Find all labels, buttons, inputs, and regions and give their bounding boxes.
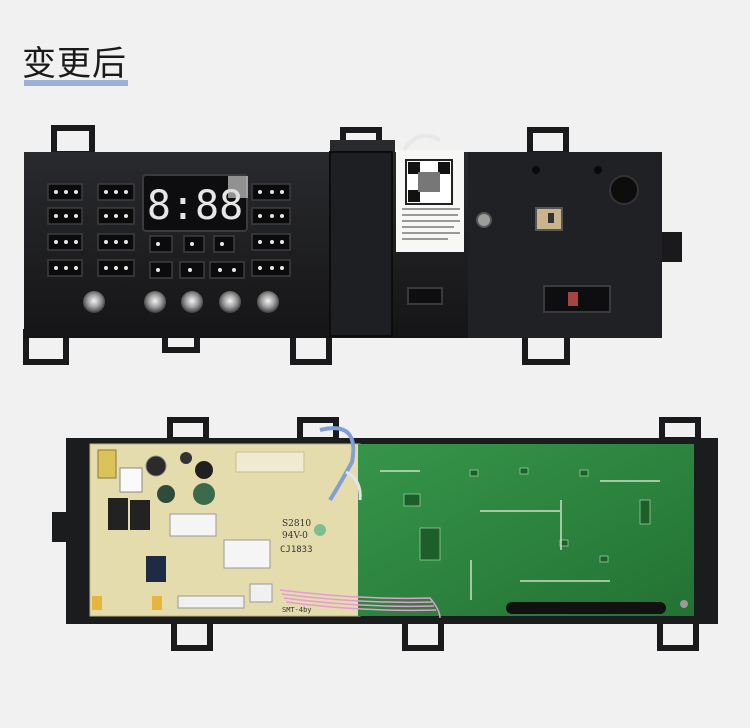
- silkscreen-3: CJ1833: [280, 545, 313, 555]
- digital-display: [142, 174, 248, 232]
- silkscreen-4: SMT-4by: [282, 606, 312, 614]
- control-panel-front: 8:88: [23, 125, 682, 365]
- pcb-back-view: S2810 94V-0 CJ1833 SMT-4by: [52, 417, 718, 651]
- push-buttons: [83, 291, 279, 313]
- display-digits: 8:88: [147, 183, 243, 229]
- silkscreen-2: 94V-0: [282, 531, 308, 541]
- heading-underline: [24, 80, 128, 86]
- qr-code-label: [396, 133, 464, 252]
- page-heading: 变更后: [22, 44, 127, 84]
- silkscreen-1: S2810: [282, 519, 311, 529]
